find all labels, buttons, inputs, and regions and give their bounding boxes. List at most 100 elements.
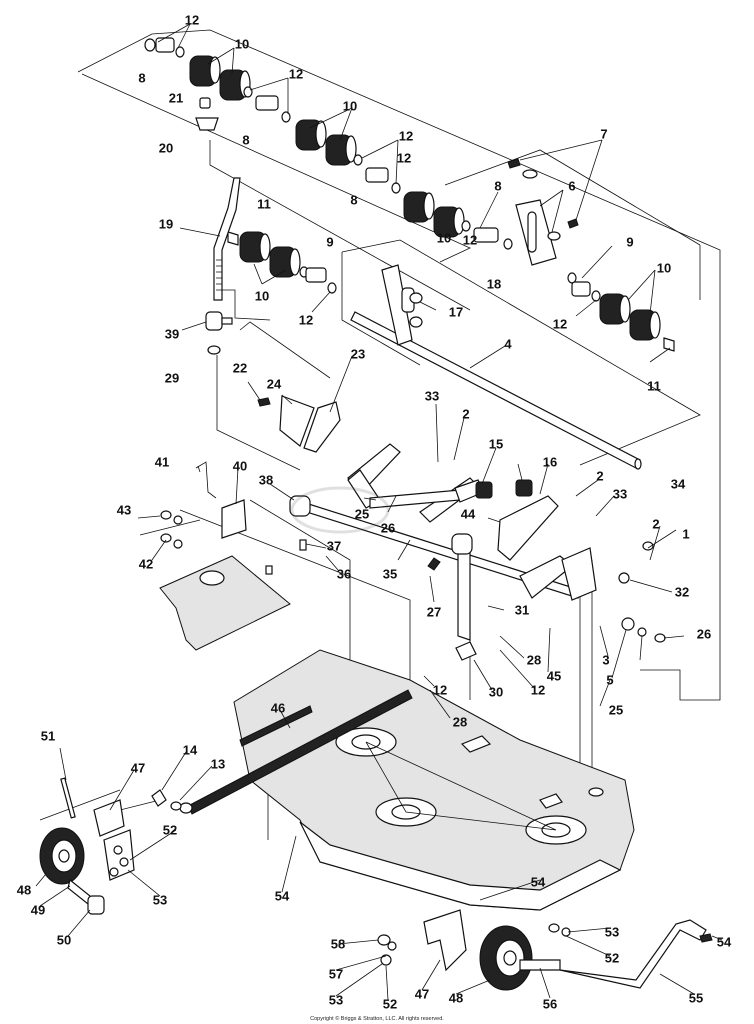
callout-47: 47 [130, 760, 146, 776]
callout-39: 39 [164, 326, 180, 342]
callout-31: 31 [514, 602, 530, 618]
callout-28: 28 [452, 714, 468, 730]
callout-26: 26 [380, 520, 396, 536]
callout-53: 53 [604, 924, 620, 940]
callout-16: 16 [542, 454, 558, 470]
callout-49: 49 [30, 902, 46, 918]
height-adjust-lever [195, 97, 241, 355]
callout-20: 20 [158, 140, 174, 156]
roller-assembly-top [144, 37, 513, 250]
bracket-18 [507, 158, 579, 266]
callout-23: 23 [350, 346, 366, 362]
callout-25: 25 [608, 702, 624, 718]
callout-12: 12 [298, 312, 314, 328]
callout-9: 9 [326, 234, 334, 250]
roller-10-c [403, 191, 465, 238]
callout-10: 10 [234, 36, 250, 52]
callout-52: 52 [604, 950, 620, 966]
callout-55: 55 [688, 990, 704, 1006]
roller-assembly-left [227, 231, 337, 294]
callout-12: 12 [288, 66, 304, 82]
callout-3: 3 [602, 652, 610, 668]
callout-12: 12 [396, 150, 412, 166]
callout-25: 25 [354, 506, 370, 522]
callout-50: 50 [56, 932, 72, 948]
callout-41: 41 [154, 454, 170, 470]
callout-12: 12 [552, 316, 568, 332]
bracket-17 [381, 264, 423, 346]
callout-42: 42 [138, 556, 154, 572]
callout-10: 10 [342, 98, 358, 114]
callout-6: 6 [568, 178, 576, 194]
callout-1: 1 [682, 526, 690, 542]
callout-57: 57 [328, 966, 344, 982]
callout-43: 43 [116, 502, 132, 518]
callout-14: 14 [182, 742, 198, 758]
callout-36: 36 [336, 566, 352, 582]
deck-cover [159, 555, 291, 651]
callout-33: 33 [424, 388, 440, 404]
callout-58: 58 [330, 936, 346, 952]
watermark-logo [290, 486, 390, 534]
callout-5: 5 [606, 672, 614, 688]
callout-38: 38 [258, 472, 274, 488]
copyright-notice: Copyright © Briggs & Stratton, LLC. All … [310, 1016, 444, 1022]
callout-26: 26 [696, 626, 712, 642]
callout-47: 47 [414, 986, 430, 1002]
rod-4 [350, 311, 642, 470]
callout-11: 11 [647, 378, 661, 394]
lift-link-46 [179, 689, 413, 815]
callout-10: 10 [656, 260, 672, 276]
callout-10: 10 [436, 230, 452, 246]
callout-13: 13 [210, 756, 226, 772]
callout-28: 28 [526, 652, 542, 668]
callout-46: 46 [270, 700, 286, 716]
callout-7: 7 [600, 126, 608, 142]
wheel-assembly-left [39, 777, 182, 915]
callout-35: 35 [382, 566, 398, 582]
callout-22: 22 [232, 360, 248, 376]
callout-8: 8 [242, 132, 250, 148]
callout-12: 12 [462, 232, 478, 248]
callout-2: 2 [652, 516, 660, 532]
mower-deck [233, 649, 635, 911]
callout-30: 30 [488, 684, 504, 700]
callout-53: 53 [328, 992, 344, 1008]
lift-shaft-assembly [289, 443, 666, 661]
callout-53: 53 [152, 892, 168, 908]
callout-48: 48 [448, 990, 464, 1006]
callout-2: 2 [596, 468, 604, 484]
callout-18: 18 [486, 276, 502, 292]
callout-4: 4 [504, 336, 512, 352]
callout-leader-lines [35, 23, 723, 1001]
callout-54: 54 [716, 934, 732, 950]
callout-24: 24 [266, 376, 282, 392]
callout-54: 54 [530, 874, 546, 890]
callout-12: 12 [184, 12, 200, 28]
bracket-40 [160, 461, 247, 549]
callout-8: 8 [494, 178, 502, 194]
callout-12: 12 [432, 682, 448, 698]
callout-11: 11 [257, 196, 271, 212]
callout-19: 19 [158, 216, 174, 232]
callout-32: 32 [674, 584, 690, 600]
roller-10-b [295, 119, 357, 166]
callout-48: 48 [16, 882, 32, 898]
callout-10: 10 [254, 288, 270, 304]
callout-21: 21 [168, 90, 184, 106]
callout-15: 15 [488, 436, 504, 452]
callout-56: 56 [542, 996, 558, 1012]
callout-2: 2 [462, 406, 470, 422]
callout-45: 45 [546, 668, 562, 684]
callout-8: 8 [138, 70, 146, 86]
callout-44: 44 [460, 506, 476, 522]
callout-17: 17 [448, 304, 464, 320]
callout-27: 27 [426, 604, 442, 620]
callout-52: 52 [382, 996, 398, 1012]
roller-10-a [189, 55, 251, 101]
callout-40: 40 [232, 458, 248, 474]
bracket-23-24 [257, 395, 341, 453]
callout-33: 33 [612, 486, 628, 502]
wheel-assembly-right [377, 909, 713, 991]
